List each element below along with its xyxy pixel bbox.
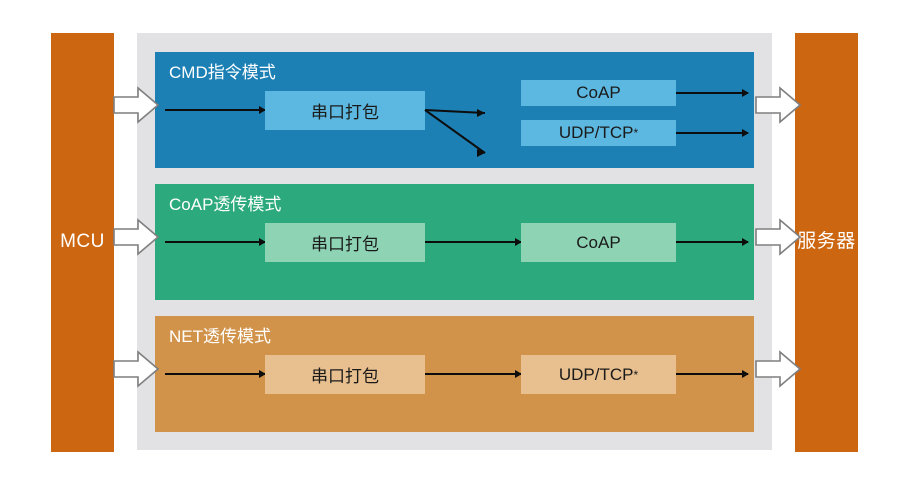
node-cmd-udp-tcp: UDP/TCP* [521,120,676,146]
mcu-endpoint-bar: MCU [51,33,114,452]
connector-cmd-entry [165,106,266,114]
connector-cmd-exit-coap [676,89,749,97]
node-cmd-serial-pack: 串口打包 [265,91,425,130]
connector-cmd-split [424,109,486,157]
block-arrow-net-to-server [755,350,801,388]
connector-net-entry [165,370,266,378]
band-coap-transparent-mode: CoAP透传模式 串口打包 CoAP [155,184,754,300]
server-endpoint-bar: 服务器 [795,33,858,452]
connector-coap-entry [165,238,266,246]
node-net-serial-pack: 串口打包 [265,355,425,394]
modes-panel: CMD指令模式 串口打包 CoAP UDP/TCP* [137,33,772,450]
band-net-transparent-mode: NET透传模式 串口打包 UDP/TCP* [155,316,754,432]
node-net-udp-tcp: UDP/TCP* [521,355,676,394]
band-cmd-mode: CMD指令模式 串口打包 CoAP UDP/TCP* [155,52,754,168]
band-cmd-title: CMD指令模式 [169,63,276,82]
node-net-serial-pack-label: 串口打包 [311,367,379,386]
block-arrow-coap-to-server [755,218,801,256]
block-arrow-mcu-to-cmd [113,86,159,124]
band-coap-title: CoAP透传模式 [169,195,282,214]
block-arrow-cmd-to-server [755,86,801,124]
connector-net-exit [676,370,749,378]
node-coap-coap-label: CoAP [576,232,621,252]
band-net-title: NET透传模式 [169,327,271,346]
node-coap-serial-pack: 串口打包 [265,223,425,262]
connector-net-middle [425,370,522,378]
node-cmd-coap-label: CoAP [576,83,621,102]
mcu-label: MCU [60,231,105,253]
node-cmd-coap: CoAP [521,80,676,106]
block-arrow-mcu-to-net [113,350,159,388]
node-net-udp-tcp-label: UDP/TCP [558,364,634,384]
server-label: 服务器 [797,231,856,253]
node-cmd-serial-pack-label: 串口打包 [311,103,379,122]
node-cmd-udp-tcp-label: UDP/TCP [558,123,634,142]
node-coap-serial-pack-label: 串口打包 [311,235,379,254]
block-arrow-mcu-to-coap [113,218,159,256]
connector-coap-exit [676,238,749,246]
connector-coap-middle [425,238,522,246]
node-coap-coap: CoAP [521,223,676,262]
connector-cmd-exit-udp [676,129,749,137]
